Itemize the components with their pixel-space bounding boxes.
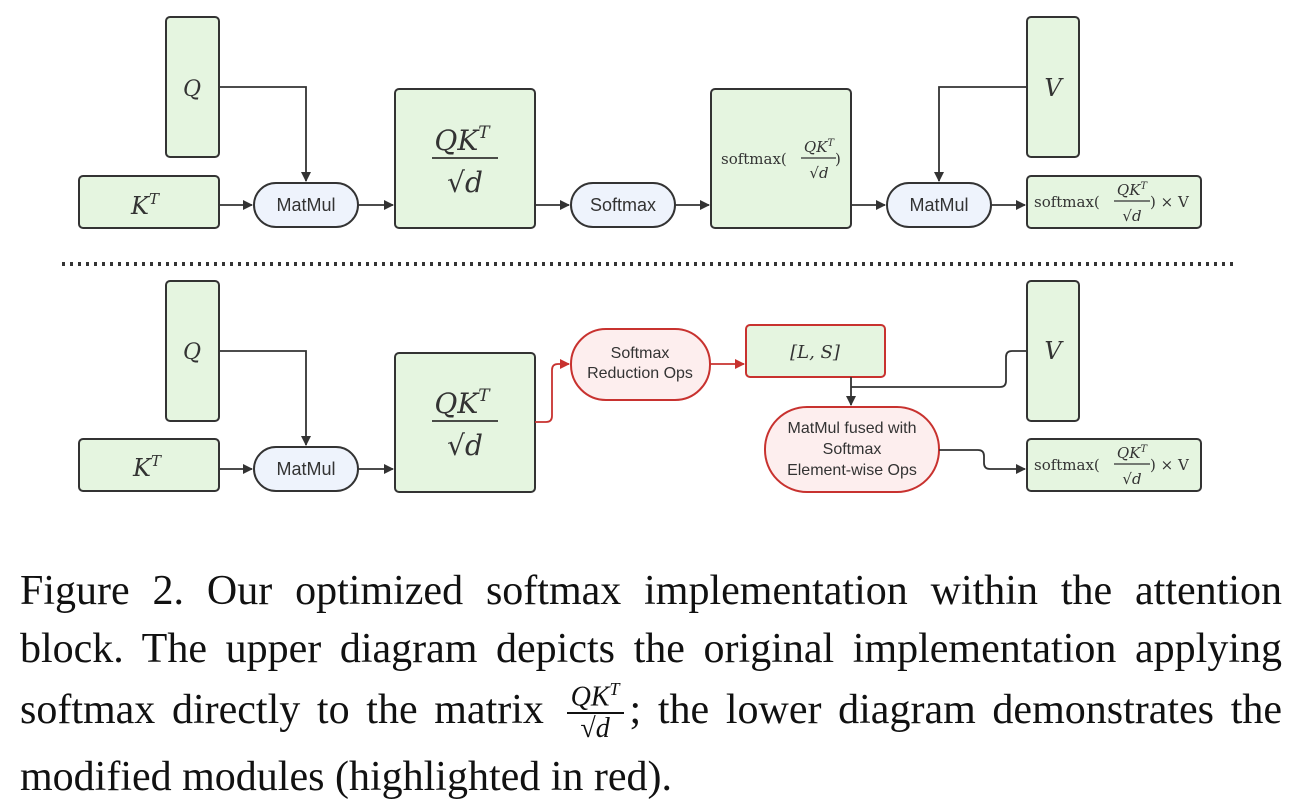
top-softmax-result-suffix: ) (835, 150, 841, 168)
top-arrow-q-matmul (219, 86, 311, 182)
bottom-q-label: Q (183, 340, 201, 365)
bottom-arrow-qkt-reduction (535, 359, 570, 423)
top-kt-label: KT (130, 190, 160, 220)
top-softmax-result-prefix: softmax( (721, 150, 787, 168)
attention-diagram: Q KT MatMul QKT √d Softmax softmax( QKT … (62, 16, 1238, 493)
caption-part1: Figure 2. Our optimized softmax implemen… (20, 568, 1282, 733)
bottom-fused-line1: MatMul fused with (788, 420, 917, 437)
caption-part2: ; the lower diagram demonstrates the mod… (20, 686, 1283, 801)
top-v-label: V (1044, 74, 1064, 102)
bottom-softmax-reduction-line2: Reduction Ops (587, 365, 693, 382)
bottom-qkt-num: QKT (434, 386, 491, 420)
bottom-fused-line2: Softmax (823, 441, 882, 458)
bottom-qkt-box (394, 352, 536, 493)
bottom-output-box (1026, 438, 1202, 492)
bottom-arrow-v-fused (851, 350, 1027, 388)
top-softmax-result-den: √d (809, 164, 828, 182)
bottom-output-den: √d (1122, 470, 1141, 488)
top-output-suffix: ) × V (1150, 193, 1190, 211)
bottom-output-prefix: softmax( (1034, 456, 1100, 474)
top-output-den: √d (1122, 207, 1141, 225)
bottom-kt-box (78, 438, 220, 492)
top-output-prefix: softmax( (1034, 193, 1100, 211)
top-matmul2-label: MatMul (909, 195, 968, 215)
caption-frac-den: √d (580, 713, 610, 745)
caption-fraction: QKT√d (566, 674, 624, 745)
caption-frac-num: QKT (566, 674, 624, 715)
top-arrow-v-matmul2 (934, 86, 1027, 182)
top-qkt-num: QKT (434, 123, 491, 157)
top-softmax-result-box (710, 88, 852, 229)
top-softmax-result-num: QKT (804, 138, 836, 156)
figure-caption: Figure 2. Our optimized softmax implemen… (20, 562, 1282, 806)
bottom-matmul-label: MatMul (276, 459, 335, 479)
top-q-label: Q (183, 77, 201, 102)
bottom-kt-label: KT (132, 452, 162, 482)
top-softmax-label: Softmax (590, 195, 656, 215)
bottom-v-label: V (1044, 337, 1064, 365)
top-matmul1-label: MatMul (276, 195, 335, 215)
bottom-arrow-fused-output (939, 449, 1026, 474)
top-qkt-den: √d (447, 166, 483, 199)
bottom-output-suffix: ) × V (1150, 456, 1190, 474)
bottom-softmax-reduction-line1: Softmax (611, 345, 670, 362)
top-output-box (1026, 175, 1202, 229)
bottom-qkt-den: √d (447, 429, 483, 462)
top-output-num: QKT (1117, 181, 1149, 199)
bottom-output-num: QKT (1117, 444, 1149, 462)
bottom-arrow-q-matmul (219, 350, 311, 446)
top-kt-box (78, 175, 220, 229)
bottom-fused-line3: Element-wise Ops (787, 462, 917, 479)
bottom-ls-label: [L, S] (790, 342, 841, 363)
bottom-ls-box (745, 324, 886, 378)
